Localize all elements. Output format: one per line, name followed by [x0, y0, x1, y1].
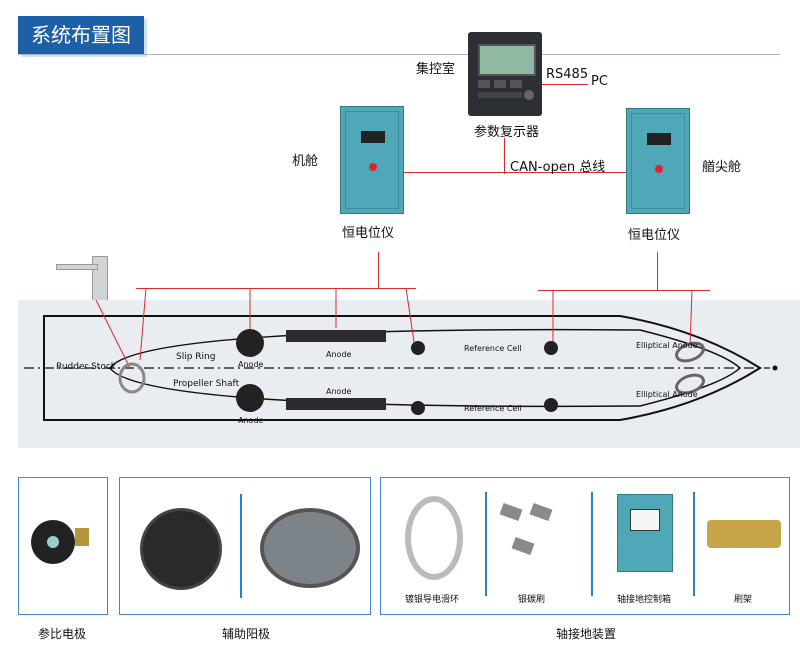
right-unit-drop	[657, 252, 658, 290]
anode-bar-bottom-label: Anode	[326, 387, 352, 396]
elliptical-anode-top-label: Elliptical Anode	[636, 341, 698, 350]
repeater-label: 参数复示器	[474, 125, 540, 140]
propeller-shaft-label: Propeller Shaft	[173, 379, 240, 389]
reference-cell-bottom-label: Reference Cell	[464, 404, 522, 413]
carbon-brush-caption: 银碳刷	[518, 595, 546, 605]
anode-small-bottom-label: Anode	[238, 416, 264, 425]
rs485-label: RS485	[546, 67, 589, 82]
carbon-brush-image	[499, 502, 523, 522]
silver-slip-ring-image	[405, 496, 463, 580]
rudder-stock-arm	[56, 264, 98, 270]
right-bus	[538, 290, 710, 291]
panel-shaft-grounding	[380, 477, 790, 615]
rudder-stock-label: Rudder Stock	[56, 362, 116, 372]
rs485-wire	[542, 84, 588, 85]
can-bus-line	[402, 172, 628, 173]
ground-box-caption: 轴接地控制箱	[617, 595, 672, 605]
right-potentiostat-label: 恒电位仪	[628, 228, 681, 243]
can-bus-vertical	[504, 138, 505, 174]
left-potentiostat-label: 恒电位仪	[342, 226, 395, 241]
aux-anode-caption: 辅助阳极	[222, 627, 271, 641]
engine-room-label: 机舱	[292, 154, 319, 169]
control-room-label: 集控室	[416, 62, 456, 77]
anode-bar-top-label: Anode	[326, 350, 352, 359]
left-bus	[136, 288, 416, 289]
slip-ring-label: Slip Ring	[176, 352, 216, 362]
reference-electrode-caption: 参比电极	[38, 627, 87, 641]
slip-ring-caption: 镀银导电滑环	[405, 595, 460, 605]
title-divider	[18, 54, 780, 55]
panel-reference-electrode	[18, 477, 108, 615]
potentiostat-left	[340, 106, 404, 214]
canopen-label: CAN-open 总线	[510, 160, 606, 175]
pc-label: PC	[591, 74, 608, 89]
shaft-grounding-caption: 轴接地装置	[556, 627, 617, 641]
aux-anode-oval-image	[260, 508, 360, 588]
aux-anode-round-image	[140, 508, 222, 590]
parameter-repeater-device	[468, 32, 542, 116]
bow-label: 艏尖舱	[702, 160, 742, 175]
elliptical-anode-bottom-label: Elliptical Anode	[636, 390, 698, 399]
brush-holder-caption: 刷架	[734, 595, 753, 605]
anode-small-top-label: Anode	[238, 360, 264, 369]
hull-background	[18, 300, 800, 448]
potentiostat-right	[626, 108, 690, 214]
panel-aux-anode	[119, 477, 371, 615]
reference-cell-top-label: Reference Cell	[464, 344, 522, 353]
page-title: 系统布置图	[18, 16, 144, 54]
shaft-ground-box-image	[617, 494, 673, 572]
brush-holder-image	[707, 520, 781, 548]
left-unit-drop	[378, 252, 379, 288]
